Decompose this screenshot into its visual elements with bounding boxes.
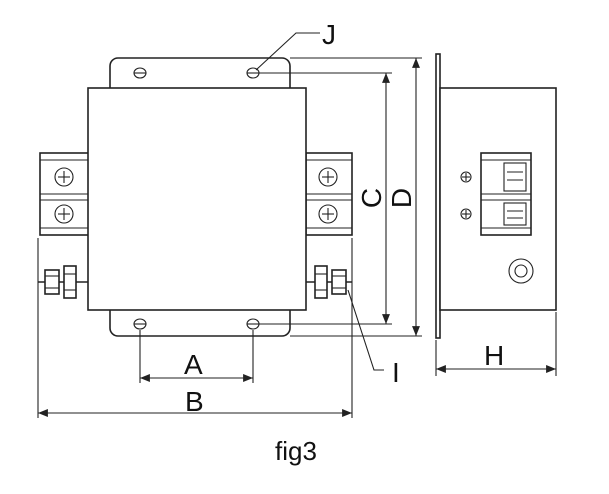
mounting-hole-icon bbox=[133, 318, 147, 330]
ground-stud-icon bbox=[306, 265, 352, 299]
label-b: B bbox=[185, 386, 204, 417]
figure-caption: fig3 bbox=[275, 436, 317, 466]
side-view bbox=[435, 53, 557, 376]
label-h: H bbox=[484, 340, 504, 371]
screw-terminal-icon bbox=[460, 208, 472, 220]
screw-terminal-icon bbox=[54, 167, 74, 187]
filter-body bbox=[87, 87, 307, 311]
label-d: D bbox=[386, 188, 417, 208]
screw-terminal-icon bbox=[460, 171, 472, 183]
label-c: C bbox=[356, 188, 387, 208]
mounting-hole-icon bbox=[133, 67, 147, 79]
label-i: I bbox=[392, 357, 400, 388]
ground-stud-icon bbox=[508, 258, 534, 284]
right-terminal-block bbox=[305, 152, 353, 236]
front-view bbox=[38, 57, 353, 337]
side-terminal bbox=[480, 152, 532, 236]
left-terminal-block bbox=[39, 152, 91, 236]
label-a: A bbox=[184, 349, 203, 380]
dimension-lines bbox=[37, 32, 422, 418]
screw-terminal-icon bbox=[318, 167, 338, 187]
screw-terminal-icon bbox=[54, 204, 74, 224]
ground-stud-icon bbox=[38, 265, 88, 299]
label-j: J bbox=[322, 19, 336, 50]
screw-terminal-icon bbox=[318, 204, 338, 224]
